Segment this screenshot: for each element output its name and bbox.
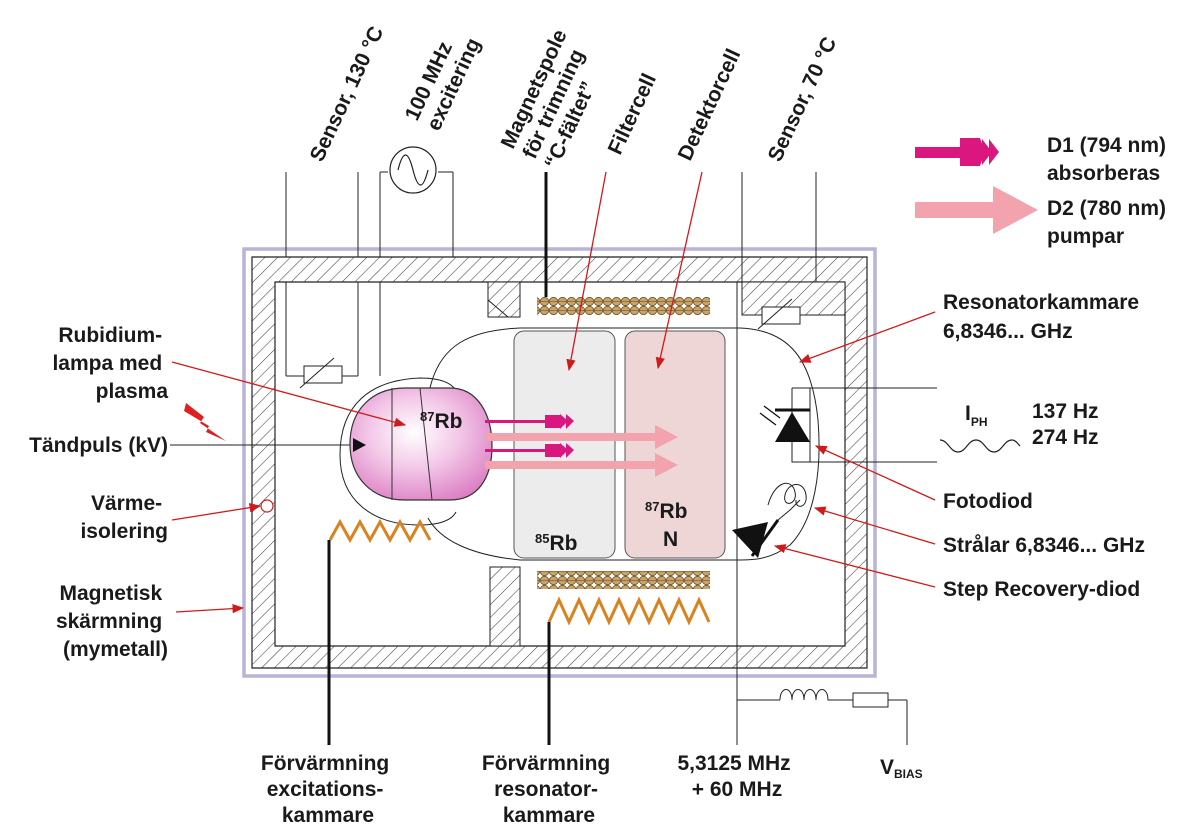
label-stralar: Strålar 6,8346... GHz (943, 534, 1145, 557)
label-rubidium-lamp: Rubidium- lampa med plasma (52, 324, 168, 403)
bias-resistor-icon (852, 692, 889, 708)
detector-n-label: N (663, 528, 678, 551)
label-detektorcell: Detektorcell (674, 45, 746, 164)
filter-cell (513, 330, 616, 559)
label-vbias: VBIAS (880, 756, 923, 781)
label-excitation: 100 MHz excitering (401, 24, 486, 134)
rubidium-lamp-bulb (349, 387, 493, 501)
d1-beams (485, 414, 574, 458)
c-field-coil-top (537, 297, 710, 315)
lamp-arrow-icon (353, 438, 366, 452)
legend-d1-text: D1 (794 nm) absorberas (1047, 134, 1172, 185)
detector-cell (624, 330, 726, 559)
label-step-recovery-diode: Step Recovery-diod (943, 578, 1140, 601)
label-forvarmning-excitation: Förvärmning excitations- kammare (261, 752, 395, 825)
lamp-rb87-label: 87Rb (420, 409, 462, 433)
filter-rb85-label: 85Rb (535, 531, 577, 555)
bias-inductor-icon (779, 689, 835, 701)
label-forvarmning-resonator: Förvärmning resonator- kammare (482, 752, 616, 825)
label-filtercell: Filtercell (604, 70, 661, 158)
photodiode-icon (759, 405, 810, 442)
spark-icon (184, 403, 226, 441)
lamp-housing (339, 377, 459, 526)
label-magnetisk-skarmning: Magnetisk skärmning (mymetall) (56, 582, 168, 661)
legend-d2-arrow-icon (915, 186, 1038, 234)
wall-blocks (487, 281, 846, 647)
label-iph: IPH (965, 402, 988, 429)
c-field-coil-bottom (537, 571, 710, 589)
thermistor-70 (757, 298, 801, 330)
ac-source-icon (389, 146, 437, 194)
legend-d1-arrow-icon (915, 138, 999, 166)
stralar-coil (767, 482, 807, 507)
label-sensor-130: Sensor, 130 °C (306, 23, 389, 165)
annotation-arrows (171, 171, 936, 614)
label-rf-frequency: 5,3125 MHz + 60 MHz (677, 752, 796, 801)
resonator-heater (547, 596, 711, 626)
label-frequencies: 137 Hz 274 Hz (1032, 400, 1104, 449)
label-varmeisolering: Värme- isolering (80, 492, 168, 543)
excitation-heater (328, 518, 432, 544)
iph-waveform-icon (939, 439, 1021, 453)
thermistor-130 (299, 357, 343, 389)
label-tandpuls: Tändpuls (kV) (29, 434, 168, 457)
label-fotodiod: Fotodiod (943, 490, 1033, 513)
inner-lines (275, 282, 845, 647)
label-magnetspole: Magnetspole för trimning “C-fältet” (497, 21, 618, 173)
detector-rb87-label: 87Rb (645, 499, 687, 523)
label-sensor-70: Sensor, 70 °C (764, 34, 842, 166)
legend-d2-text: D2 (780 nm) pumpar (1047, 197, 1172, 248)
insulation-marker (260, 499, 274, 513)
lamp-electrode-2 (419, 387, 433, 501)
external-wires (285, 171, 908, 745)
d2-beams (485, 425, 678, 477)
label-resonatorkammare: Resonatorkammare 6,8346... GHz (943, 291, 1145, 343)
